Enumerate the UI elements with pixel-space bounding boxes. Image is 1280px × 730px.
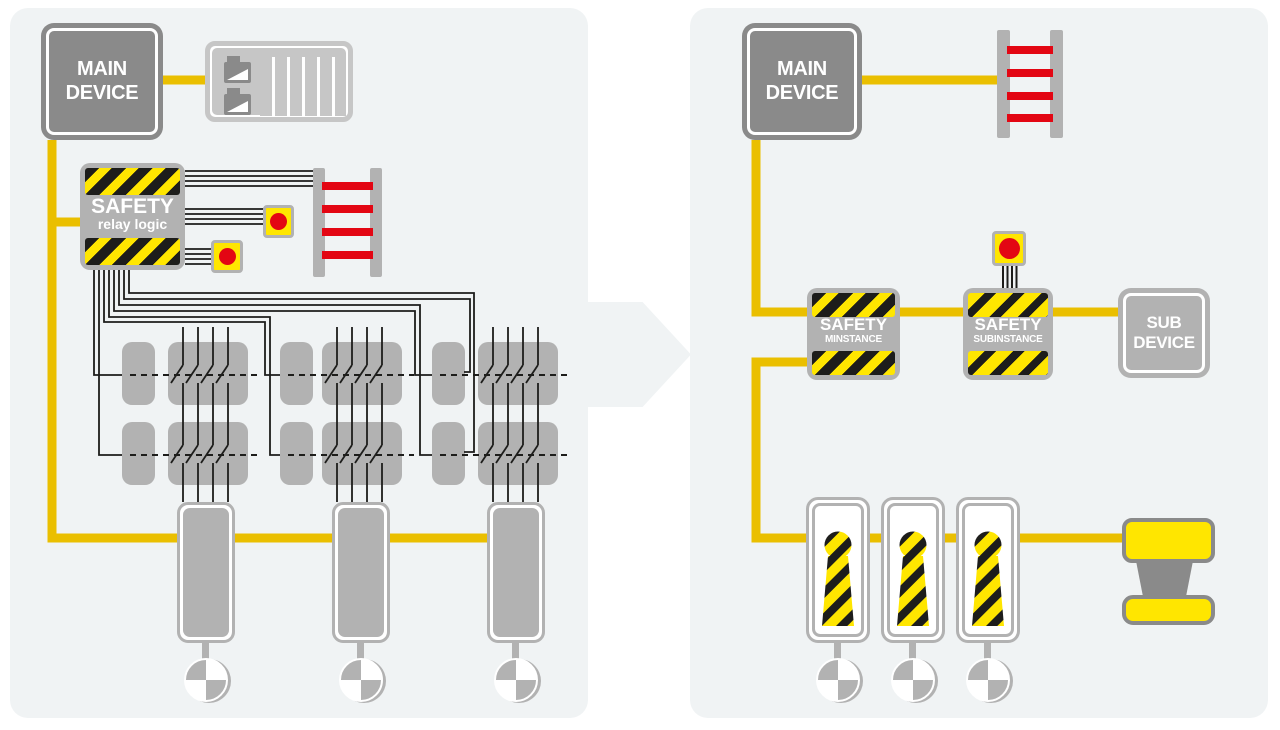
emergency-stop-button-icon [211, 240, 243, 273]
coil-box [122, 342, 155, 405]
safety-sub-subtitle: SUBINSTANCE [973, 333, 1043, 345]
main-device-line2: DEVICE [765, 81, 839, 104]
motor-icon [966, 658, 1013, 703]
motor-icon [184, 658, 231, 703]
coil-box [280, 422, 313, 485]
contact-wires [170, 327, 539, 502]
safe-drive-unit [806, 497, 870, 643]
light-curtain-icon [313, 168, 382, 277]
curtain-beam [1007, 46, 1053, 54]
estop-wires-right [1002, 266, 1018, 289]
drive-unit [177, 502, 235, 643]
safety-sub-title: SAFETY [974, 315, 1042, 334]
safety-relay-title: SAFETY [91, 195, 174, 218]
main-device-label: MAIN DEVICE [747, 28, 857, 135]
press-tool-icon [1122, 518, 1215, 625]
relay-fanout-wires [93, 270, 475, 456]
motor-shaft [357, 640, 364, 660]
coil-box [280, 342, 313, 405]
hazard-stripe-top [968, 293, 1048, 317]
curtain-beam [1007, 92, 1053, 100]
curtain-bar [1050, 30, 1063, 138]
main-device-line1: MAIN [77, 57, 127, 80]
io-terminal-body [212, 48, 346, 116]
curtain-beam [1007, 69, 1053, 77]
curtain-bar [370, 168, 382, 277]
hazard-stripe-bottom [968, 351, 1048, 375]
safe-motion-icon [822, 531, 854, 626]
safety-sub-instance-box: SAFETY SUBINSTANCE [963, 288, 1053, 380]
motor-icon [816, 658, 863, 703]
safe-drive-unit [881, 497, 945, 643]
connector-icon [224, 56, 251, 83]
motor-shaft [909, 640, 916, 660]
hazard-stripe-top [812, 293, 895, 317]
main-device-line2: DEVICE [65, 81, 139, 104]
io-terminal-block [205, 41, 353, 122]
curtain-beam [322, 251, 373, 259]
safe-motion-icon [897, 531, 929, 626]
safety-relay-logic-box: SAFETY relay logic [80, 163, 185, 270]
motor-shaft [512, 640, 519, 660]
sub-device-label: SUB DEVICE [1123, 293, 1205, 373]
motor-shaft [202, 640, 209, 660]
coil-box [432, 342, 465, 405]
curtain-beam [322, 205, 373, 213]
main-device-label: MAIN DEVICE [46, 28, 158, 135]
curtain-bar [313, 168, 325, 277]
safety-relay-subtitle: relay logic [97, 216, 168, 232]
press-tool-head [1122, 518, 1215, 563]
signal-wire-bundles [185, 170, 313, 265]
drive-unit [332, 502, 390, 643]
safety-main-instance-label: SAFETY MINSTANCE [807, 316, 900, 346]
terminal-slats-icon [260, 57, 346, 116]
hazard-stripe-top [85, 168, 180, 195]
mechanical-link-dashes [130, 374, 570, 456]
safety-relay-label: SAFETY relay logic [80, 196, 185, 232]
estop-red-dot [218, 248, 236, 265]
curtain-beam [322, 228, 373, 236]
press-tool-base [1122, 595, 1215, 625]
curtain-beam [1007, 114, 1053, 122]
main-device-box-left: MAIN DEVICE [41, 23, 163, 140]
coil-box [432, 422, 465, 485]
drive-unit [487, 502, 545, 643]
emergency-stop-button-icon [992, 231, 1026, 266]
connector-icon [224, 88, 251, 115]
sub-device-box: SUB DEVICE [1118, 288, 1210, 378]
main-device-line1: MAIN [777, 57, 827, 80]
estop-red-dot [270, 213, 287, 230]
safe-drive-unit [956, 497, 1020, 643]
safety-main-title: SAFETY [819, 315, 888, 334]
sub-device-line2: DEVICE [1133, 333, 1195, 352]
safe-motion-icon [972, 531, 1004, 626]
estop-red-dot [998, 238, 1020, 259]
hazard-stripe-bottom [812, 351, 895, 375]
motor-icon [891, 658, 938, 703]
safety-main-instance-box: SAFETY MINSTANCE [807, 288, 900, 380]
main-device-box-right: MAIN DEVICE [742, 23, 862, 140]
curtain-beam [322, 182, 373, 190]
safety-sub-instance-label: SAFETY SUBINSTANCE [963, 316, 1053, 346]
light-curtain-icon [997, 30, 1063, 138]
motor-icon [494, 658, 541, 703]
motor-shaft [834, 640, 841, 660]
emergency-stop-button-icon [263, 205, 294, 238]
hazard-stripe-bottom [85, 238, 180, 265]
motor-shaft [984, 640, 991, 660]
curtain-bar [997, 30, 1010, 138]
sub-device-line1: SUB [1146, 312, 1182, 332]
motor-icon [339, 658, 386, 703]
coil-box [122, 422, 155, 485]
safety-main-subtitle: MINSTANCE [825, 333, 882, 345]
